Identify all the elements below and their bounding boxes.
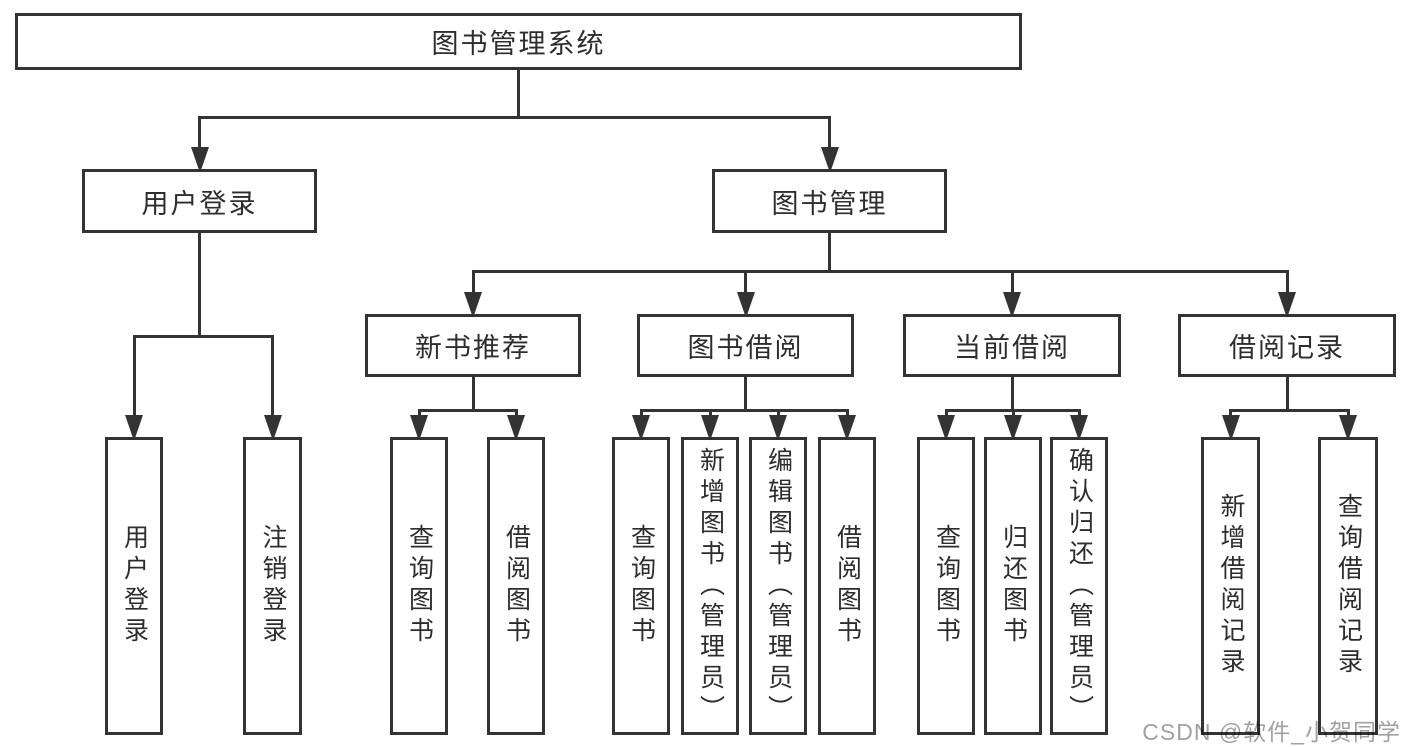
connector-line [271,336,274,425]
watermark-text: CSDN @软件_小贺同学 [1142,719,1401,745]
connector-line [132,334,274,338]
node-leaf-add-books: 新增图书（管理员） [681,437,739,735]
node-leaf-user-login: 用户登录 [105,437,163,735]
connector-line [198,232,201,338]
node-leaf-query-books-1: 查询图书 [390,437,448,735]
node-leaf-query-books-3: 查询图书 [917,437,975,735]
connector-line [517,69,520,119]
node-leaf-logout: 注销登录 [243,437,302,735]
node-current-borrowing: 当前借阅 [903,314,1121,377]
connector-line [744,376,747,412]
connector-line [471,271,475,302]
connector-line [639,408,849,412]
connector-line [1010,376,1014,412]
arrowhead-down-icon [769,415,787,441]
node-leaf-edit-books: 编辑图书（管理员） [749,437,807,735]
connector-line [471,269,1289,273]
arrowhead-down-icon [1003,292,1021,318]
connector-line [1229,408,1350,412]
node-label: 新书推荐 [415,333,531,363]
node-book-management: 图书管理 [712,169,947,233]
connector-line [132,336,136,425]
node-label: 图书管理 [771,188,888,219]
connector-line [1285,376,1289,412]
arrowhead-down-icon [507,415,525,441]
node-label: 查询借阅记录 [1334,493,1363,679]
arrowhead-down-icon [937,415,955,441]
node-label: 编辑图书（管理员） [764,446,793,726]
node-label: 用户登录 [141,188,258,219]
node-new-book-recommend: 新书推荐 [365,314,581,377]
node-label: 新增图书（管理员） [696,446,725,726]
node-label: 注销登录 [259,524,287,648]
node-leaf-confirm-return: 确认归还（管理员） [1050,437,1108,735]
connector-line [828,232,831,273]
arrowhead-down-icon [263,415,282,441]
node-leaf-add-borrow-record: 新增借阅记录 [1201,437,1260,735]
connector-line [828,117,831,157]
node-label: 图书管理系统 [431,29,606,59]
arrowhead-down-icon [190,147,209,173]
node-label: 用户登录 [120,524,149,648]
connector-line [198,115,831,119]
arrowhead-down-icon [1278,292,1296,318]
connector-line [744,271,747,302]
node-label: 新增借阅记录 [1217,493,1245,679]
arrowhead-down-icon [736,292,755,318]
arrowhead-down-icon [1221,415,1240,441]
node-leaf-query-borrow-record: 查询借阅记录 [1318,437,1378,735]
arrowhead-down-icon [464,292,482,318]
node-label: 查询图书 [932,524,961,648]
node-user-login: 用户登录 [82,169,317,233]
node-label: 当前借阅 [954,333,1070,363]
node-label: 确认归还（管理员） [1065,446,1094,726]
arrowhead-down-icon [125,415,143,441]
node-leaf-return-books: 归还图书 [984,437,1042,735]
arrowhead-down-icon [1339,415,1357,441]
connector-line [417,408,518,412]
node-borrowing-records: 借阅记录 [1178,314,1396,377]
node-label: 查询图书 [405,524,434,648]
node-leaf-borrow-books-1: 借阅图书 [487,437,545,735]
connector-line [1010,271,1014,302]
node-label: 查询图书 [627,524,656,648]
node-root: 图书管理系统 [15,13,1022,70]
arrowhead-down-icon [838,415,856,441]
connector-line [471,376,475,412]
arrowhead-down-icon [701,415,719,441]
node-label: 借阅记录 [1229,333,1345,363]
arrowhead-down-icon [632,415,650,441]
node-label: 图书借阅 [687,333,804,363]
arrowhead-down-icon [1004,415,1022,441]
node-leaf-query-books-2: 查询图书 [612,437,670,735]
node-leaf-borrow-books-2: 借阅图书 [818,437,876,735]
connector-line [198,117,201,157]
arrowhead-down-icon [820,147,839,173]
arrowhead-down-icon [410,415,428,441]
node-book-borrowing: 图书借阅 [637,314,854,377]
node-label: 借阅图书 [502,524,531,648]
node-label: 归还图书 [999,524,1028,648]
node-label: 借阅图书 [833,524,862,648]
arrowhead-down-icon [1070,415,1088,441]
connector-line [1285,271,1289,302]
